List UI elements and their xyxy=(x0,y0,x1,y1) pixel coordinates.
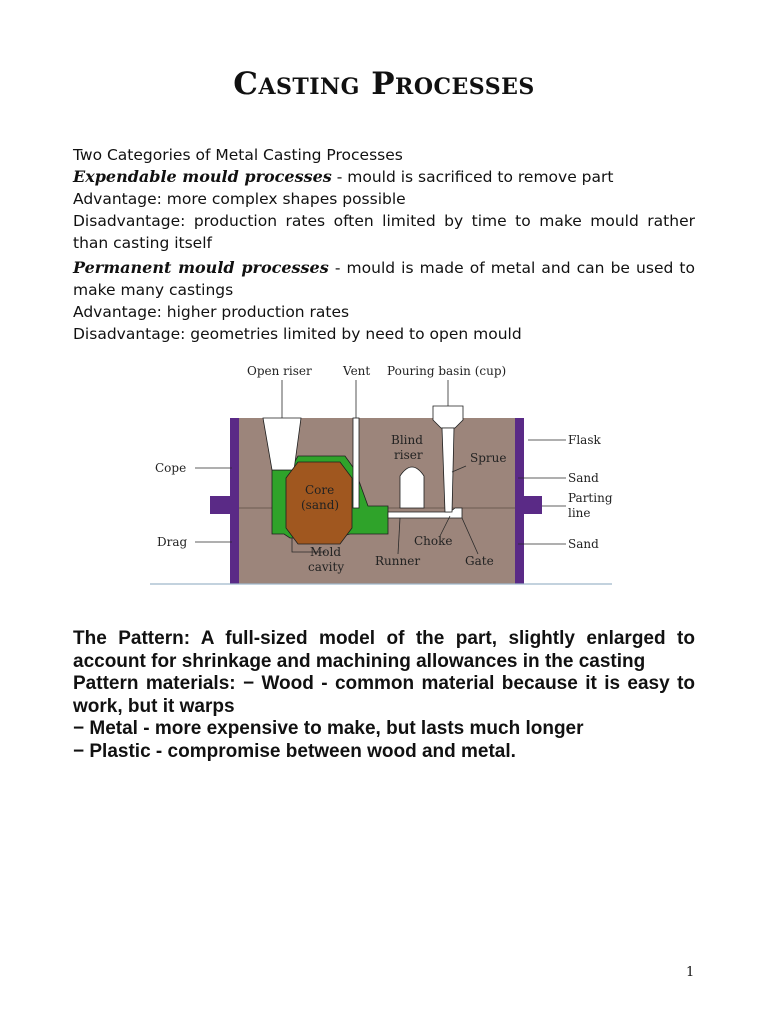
flask-pin-left xyxy=(210,496,230,514)
label-core-2: (sand) xyxy=(301,498,339,512)
flask-pin-right xyxy=(524,496,542,514)
permanent-disadvantage: Disadvantage: geometries limited by need… xyxy=(73,325,522,343)
core xyxy=(285,461,353,545)
label-flask: Flask xyxy=(568,433,601,447)
label-choke: Choke xyxy=(414,534,453,548)
leader-lines xyxy=(195,380,566,555)
flask-left-wall xyxy=(230,418,239,584)
page-number: 1 xyxy=(686,965,695,980)
label-sprue: Sprue xyxy=(470,451,506,465)
pattern-section: The Pattern: A full-sized model of the p… xyxy=(73,628,695,763)
permanent-description: - mould is made of metal and can be used… xyxy=(73,259,695,299)
pattern-plastic: − Plastic - compromise between wood and … xyxy=(73,740,516,762)
label-blind-riser-1: Blind xyxy=(391,433,423,447)
leader-gate xyxy=(461,517,479,555)
sand-mould-diagram: Open riser Vent Pouring basin (cup) Flas… xyxy=(150,358,620,590)
expendable-term: Expendable mould processes xyxy=(73,167,332,186)
expendable-disadvantage: Disadvantage: production rates often lim… xyxy=(73,212,695,252)
leader-mold-cavity xyxy=(291,538,326,553)
label-drag: Drag xyxy=(157,535,188,549)
label-cope: Cope xyxy=(155,461,186,475)
label-parting-line-2: line xyxy=(568,506,591,520)
permanent-paragraph: Permanent mould processes - mould is mad… xyxy=(73,257,695,301)
label-vent: Vent xyxy=(342,364,370,378)
label-mold-cavity-1: Mold xyxy=(310,545,341,559)
mould-diagram-svg: Open riser Vent Pouring basin (cup) Flas… xyxy=(150,364,613,585)
label-parting-line-1: Parting xyxy=(568,491,613,505)
flask-right-wall xyxy=(515,418,524,584)
pouring-basin xyxy=(432,405,464,429)
expendable-paragraph: Expendable mould processes - mould is sa… xyxy=(73,166,695,188)
label-open-riser: Open riser xyxy=(247,364,312,378)
label-blind-riser-2: riser xyxy=(394,448,423,462)
label-gate: Gate xyxy=(465,554,494,568)
vent xyxy=(352,417,360,509)
intro-section: Two Categories of Metal Casting Processe… xyxy=(73,144,695,345)
label-runner: Runner xyxy=(375,554,420,568)
expendable-description: - mould is sacrificed to remove part xyxy=(331,168,614,186)
permanent-advantage: Advantage: higher production rates xyxy=(73,303,350,321)
label-mold-cavity-2: cavity xyxy=(308,560,344,574)
page-title: Casting Processes xyxy=(233,66,535,102)
label-sand-bottom: Sand xyxy=(568,537,599,551)
pattern-materials: Pattern materials: − Wood - common mater… xyxy=(73,673,695,717)
permanent-term: Permanent mould processes xyxy=(73,258,329,277)
pattern-definition: The Pattern: A full-sized model of the p… xyxy=(73,628,695,672)
label-pouring-basin: Pouring basin (cup) xyxy=(387,364,506,378)
intro-heading: Two Categories of Metal Casting Processe… xyxy=(73,146,403,164)
leader-runner xyxy=(397,517,401,555)
expendable-advantage: Advantage: more complex shapes possible xyxy=(73,190,406,208)
leader-choke xyxy=(439,515,451,537)
label-core-1: Core xyxy=(305,483,334,497)
blind-riser xyxy=(399,466,425,509)
label-sand-top: Sand xyxy=(568,471,599,485)
sprue xyxy=(441,427,455,513)
pattern-metal: − Metal - more expensive to make, but la… xyxy=(73,718,584,739)
leader-sprue xyxy=(451,465,467,473)
